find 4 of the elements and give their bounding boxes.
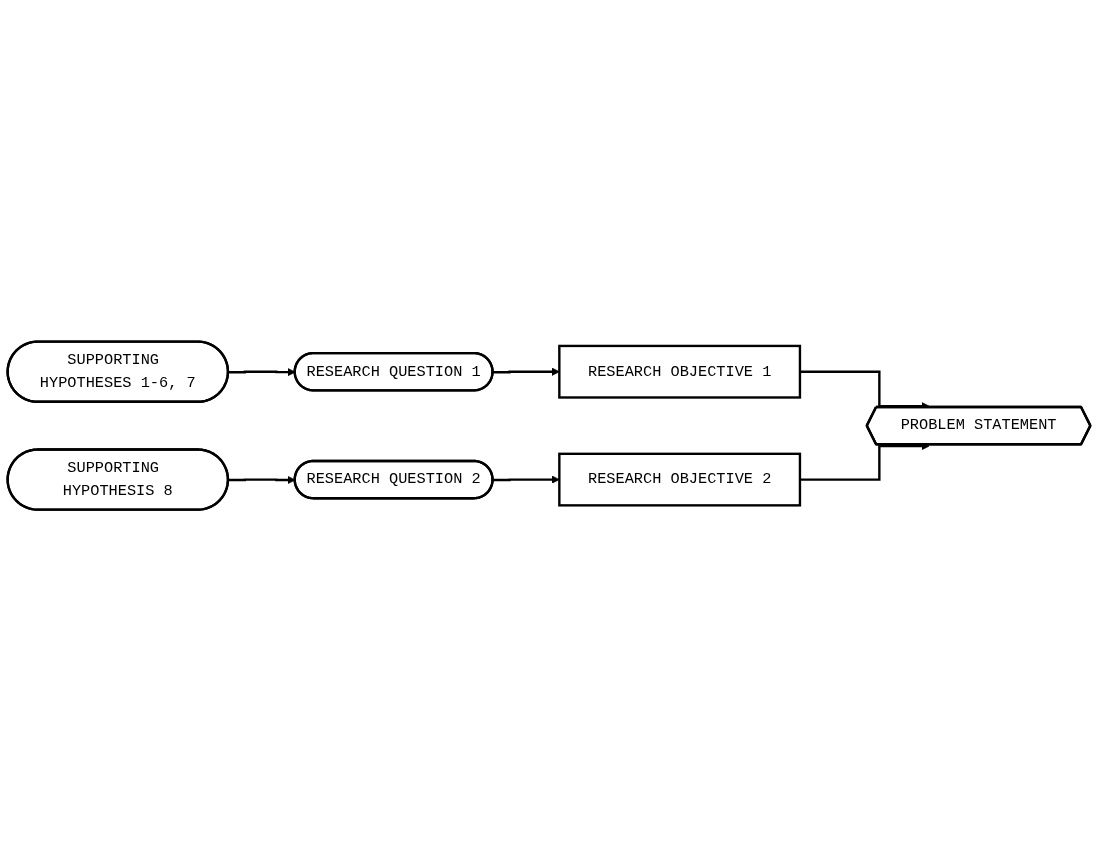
node-box: RESEARCH OBJECTIVE 2 (558, 452, 802, 507)
node-box: RESEARCH OBJECTIVE 1 (558, 344, 802, 399)
arrow (493, 367, 560, 376)
arrow (493, 475, 560, 484)
